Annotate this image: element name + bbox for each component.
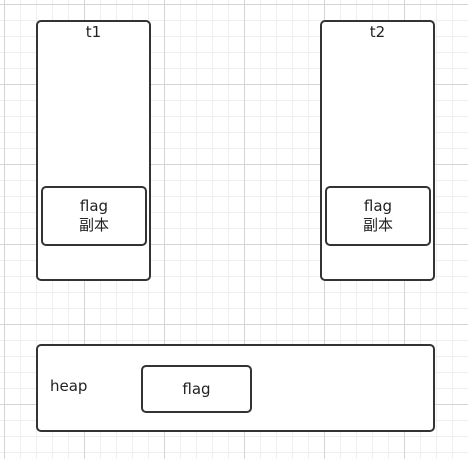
heap-flag-label: flag [182,380,211,398]
thread-t2-flag-label: flag [363,197,393,215]
heap-box: heap flag [36,344,435,432]
thread-t2-title: t2 [369,23,386,41]
heap-flag-box: flag [141,365,252,413]
thread-t2-copy-label: 副本 [362,216,393,234]
thread-t1-box: t1 flag 副本 [36,20,151,281]
thread-t1-flag-label: flag [79,197,109,215]
thread-t1-flag-copy: flag 副本 [41,186,147,246]
thread-t1-copy-label: 副本 [78,216,109,234]
heap-label: heap [50,377,88,395]
thread-t1-title: t1 [85,23,102,41]
thread-t2-flag-copy: flag 副本 [325,186,431,246]
thread-t2-box: t2 flag 副本 [320,20,435,281]
